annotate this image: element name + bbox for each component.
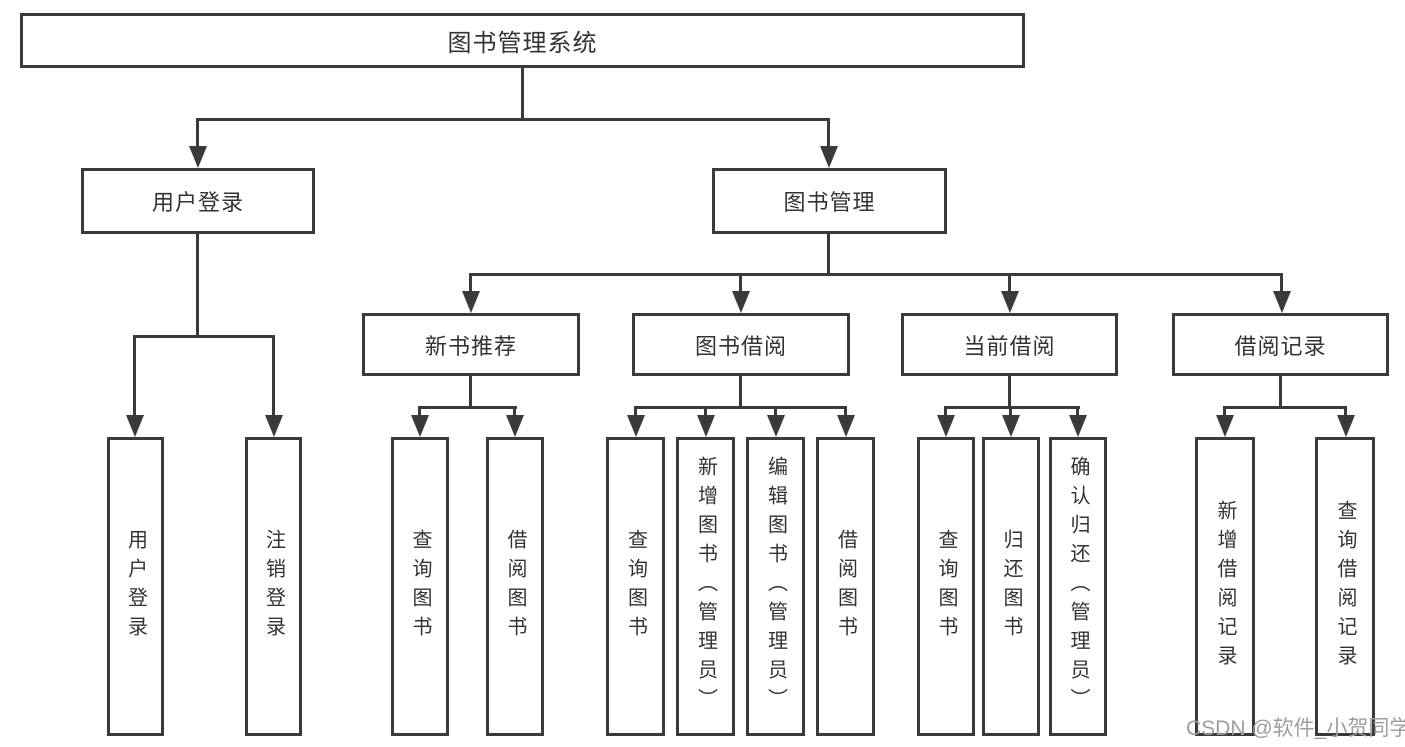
connector-line — [133, 335, 136, 418]
connector-line — [739, 273, 742, 294]
connector-line — [1008, 273, 1011, 294]
connector-line — [1223, 406, 1226, 418]
connector-line — [634, 406, 637, 418]
arrowhead-icon — [820, 146, 838, 168]
leaf-user-login: 用户登录 — [107, 437, 164, 736]
leaf-borrow-books: 借阅图书 — [816, 437, 875, 736]
connector-line — [1008, 376, 1011, 409]
leaf-edit-book-admin: 编辑图书（管理员） — [746, 437, 805, 736]
arrowhead-icon — [767, 415, 785, 437]
connector-line — [1076, 406, 1079, 418]
leaf-borrow-books: 借阅图书 — [486, 437, 544, 736]
connector-line — [1223, 406, 1347, 409]
arrowhead-icon — [411, 415, 429, 437]
leaf-add-borrow-record: 新增借阅记录 — [1195, 437, 1255, 736]
connector-line — [844, 406, 847, 418]
leaf-query-books: 查询图书 — [391, 437, 449, 736]
connector-line — [1344, 406, 1347, 418]
arrowhead-icon — [1216, 415, 1234, 437]
node-current-borrowing: 当前借阅 — [901, 313, 1118, 376]
leaf-return-books: 归还图书 — [982, 437, 1040, 736]
node-book-borrowing: 图书借阅 — [632, 313, 850, 376]
connector-line — [196, 118, 199, 148]
connector-line — [827, 234, 830, 276]
node-user-login: 用户登录 — [81, 168, 315, 234]
connector-line — [133, 335, 275, 338]
node-new-book-recommend: 新书推荐 — [362, 313, 580, 376]
connector-line — [704, 406, 707, 418]
node-library-system: 图书管理系统 — [20, 13, 1025, 68]
connector-line — [774, 406, 777, 418]
node-borrowing-records: 借阅记录 — [1172, 313, 1389, 376]
arrowhead-icon — [1001, 291, 1019, 313]
arrowhead-icon — [265, 415, 283, 437]
connector-line — [944, 406, 947, 418]
leaf-query-borrow-record: 查询借阅记录 — [1315, 437, 1375, 736]
arrowhead-icon — [732, 291, 750, 313]
connector-line — [469, 273, 472, 294]
arrowhead-icon — [627, 415, 645, 437]
connector-line — [944, 406, 1080, 409]
leaf-confirm-return-admin: 确认归还（管理员） — [1049, 437, 1107, 736]
arrowhead-icon — [697, 415, 715, 437]
node-book-management: 图书管理 — [712, 168, 947, 234]
connector-line — [469, 273, 1283, 276]
connector-line — [1279, 376, 1282, 409]
leaf-query-books: 查询图书 — [606, 437, 665, 736]
arrowhead-icon — [1273, 291, 1291, 313]
arrowhead-icon — [126, 415, 144, 437]
arrowhead-icon — [1069, 415, 1087, 437]
connector-line — [469, 376, 472, 409]
connector-line — [739, 376, 742, 409]
leaf-add-book-admin: 新增图书（管理员） — [676, 437, 735, 736]
connector-line — [196, 234, 199, 338]
connector-line — [513, 406, 516, 418]
connector-line — [1280, 273, 1283, 294]
arrowhead-icon — [506, 415, 524, 437]
leaf-logout: 注销登录 — [245, 437, 302, 736]
connector-line — [634, 406, 846, 409]
connector-line — [1009, 406, 1012, 418]
csdn-watermark: CSDN @软件_小贺同学 — [1186, 717, 1405, 740]
connector-line — [418, 406, 421, 418]
arrowhead-icon — [189, 146, 207, 168]
arrowhead-icon — [837, 415, 855, 437]
arrowhead-icon — [937, 415, 955, 437]
arrowhead-icon — [462, 291, 480, 313]
arrowhead-icon — [1337, 415, 1355, 437]
leaf-query-books: 查询图书 — [917, 437, 975, 736]
connector-line — [827, 118, 830, 148]
arrowhead-icon — [1002, 415, 1020, 437]
connector-line — [196, 118, 830, 121]
connector-line — [272, 335, 275, 418]
connector-line — [521, 68, 524, 118]
connector-line — [418, 406, 517, 409]
